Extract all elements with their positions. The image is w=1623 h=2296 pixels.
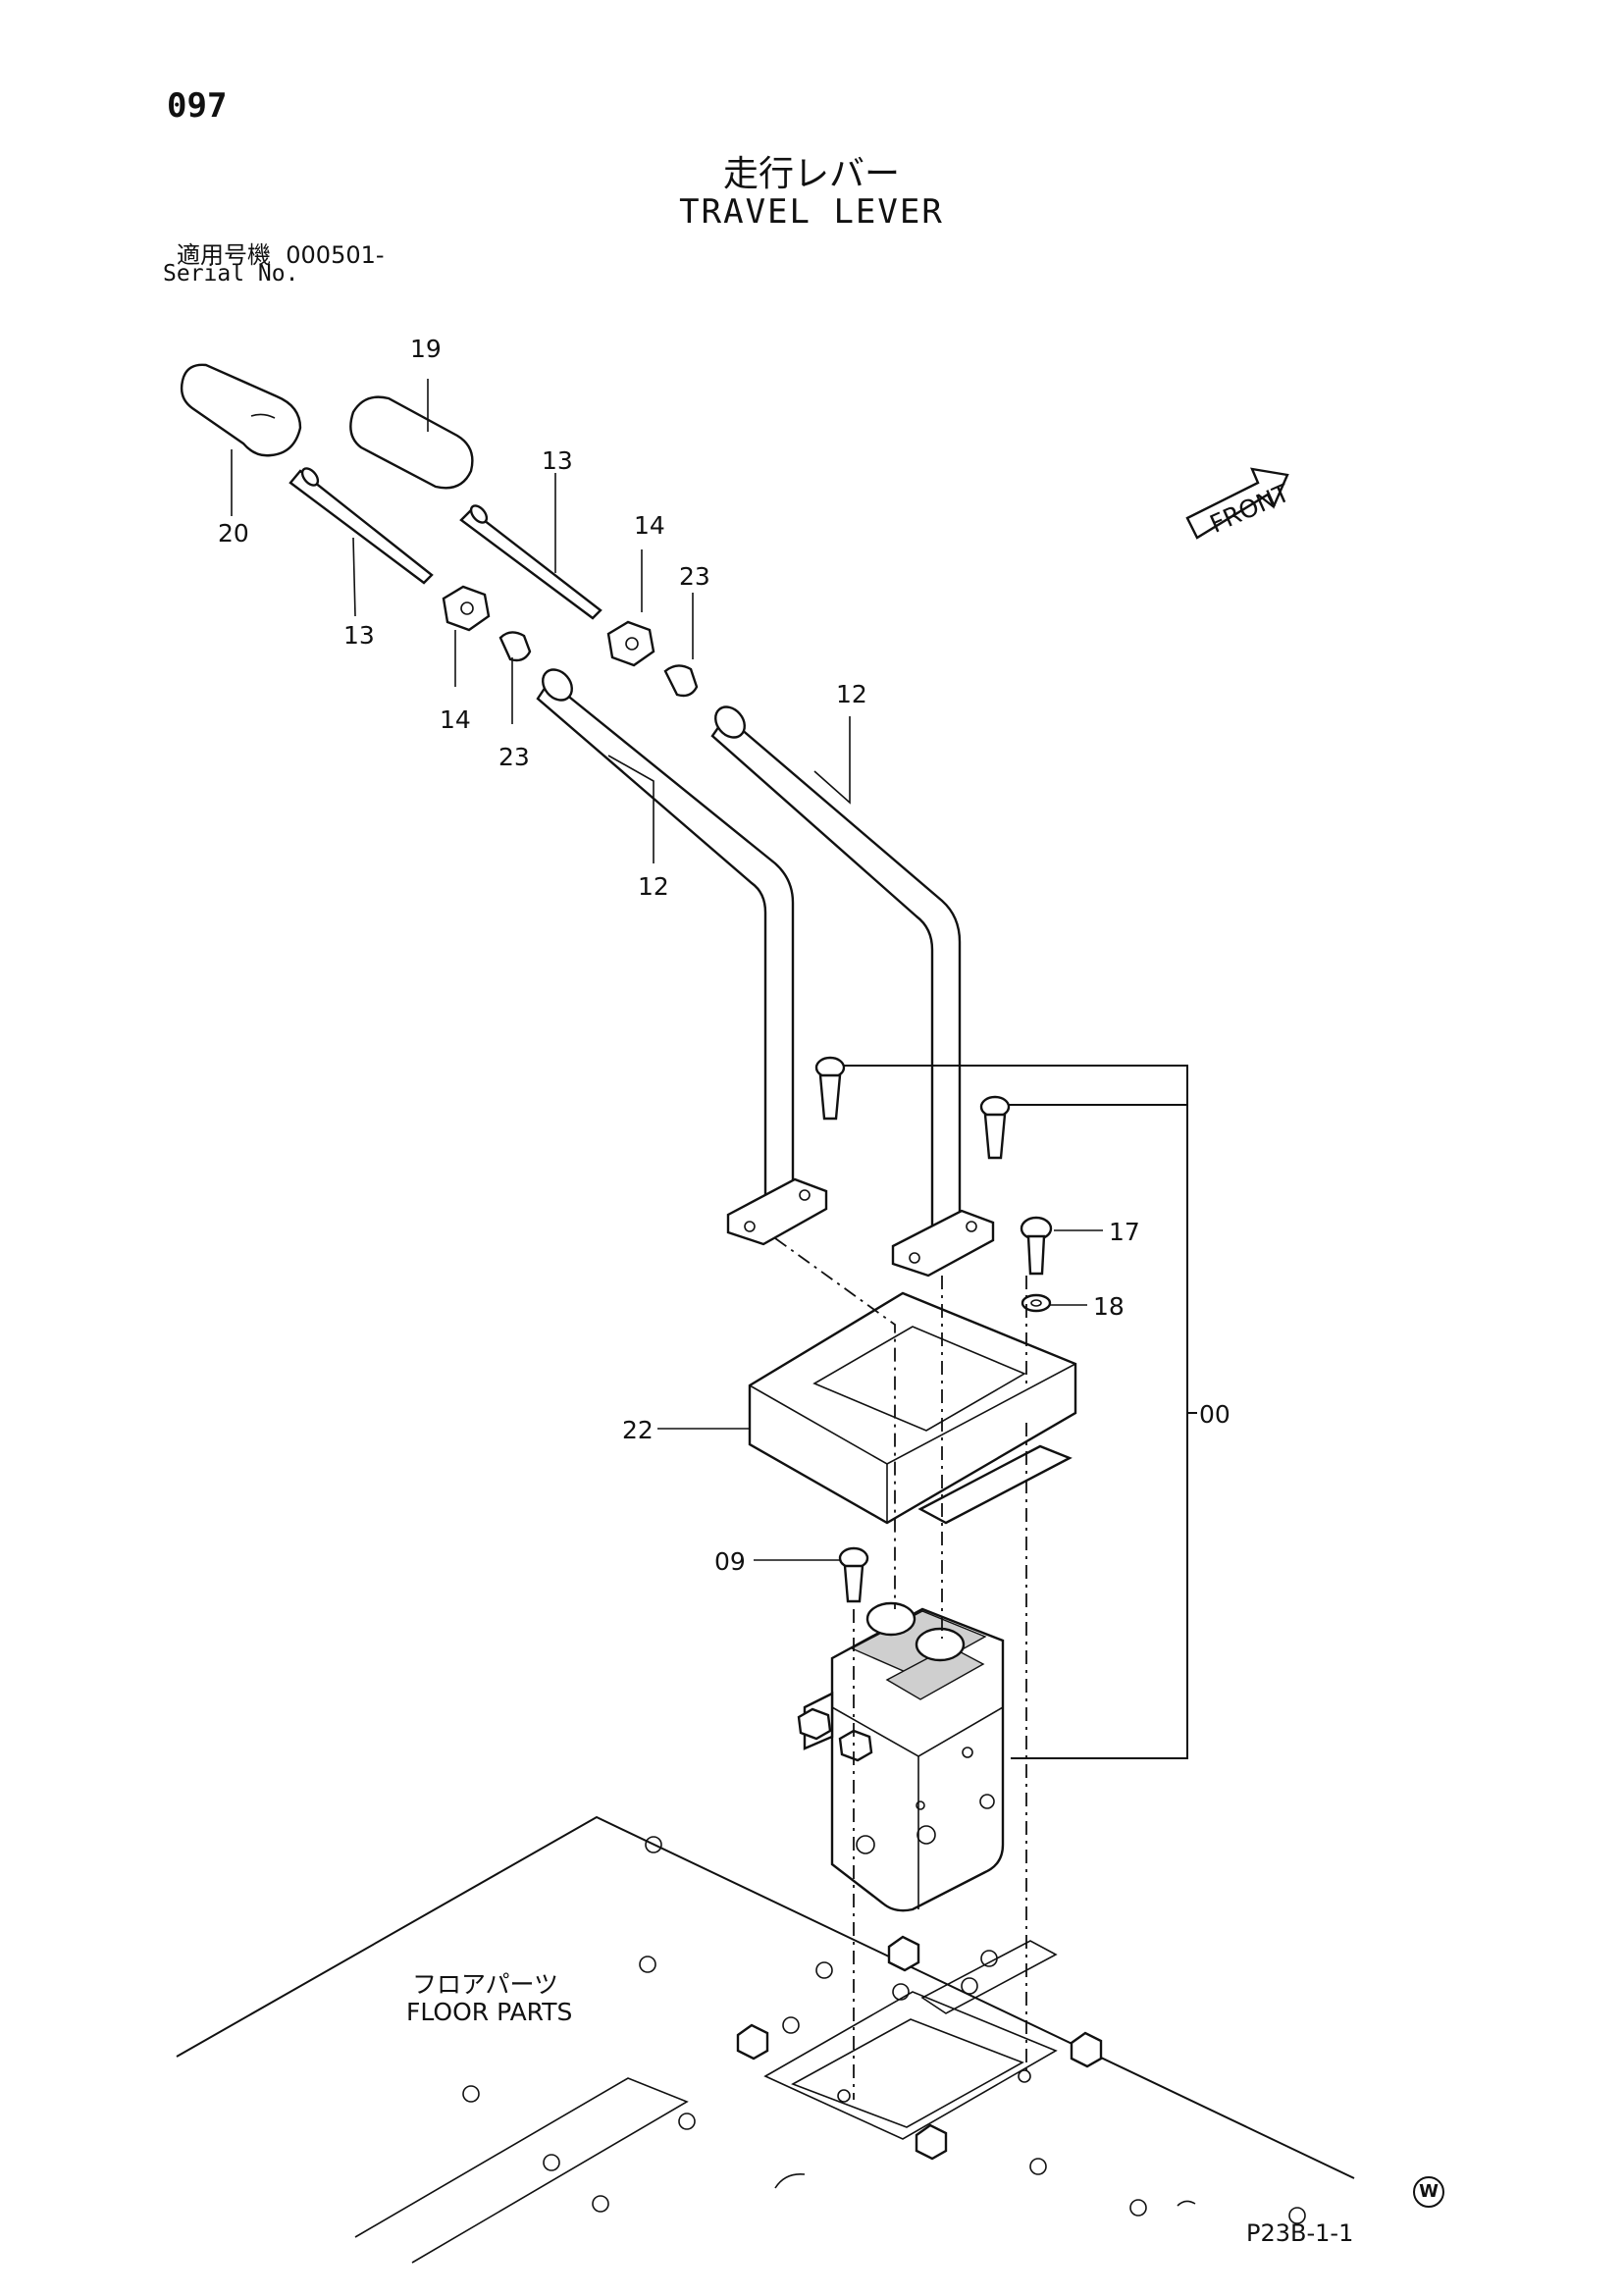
callout-19: 19 <box>410 335 442 363</box>
callout-14-left: 14 <box>440 705 471 734</box>
callout-00: 00 <box>1199 1400 1230 1429</box>
bolt-17 <box>1020 1216 1053 1276</box>
floor-parts-outline <box>176 1815 1355 2264</box>
callout-18: 18 <box>1093 1292 1125 1321</box>
group-00-bracket <box>844 1065 1197 1759</box>
cover-22 <box>748 1291 1077 1525</box>
pilot-valve <box>797 1601 1005 1912</box>
lever-12-right <box>710 705 962 1240</box>
washer-18 <box>1021 1293 1052 1313</box>
title-japanese: 走行レバー <box>722 154 900 194</box>
callout-13-right: 13 <box>542 446 573 475</box>
w-circle-mark: W <box>1413 2176 1444 2208</box>
serial-label-jp-text: 適用号機 <box>177 241 271 269</box>
callout-13-left: 13 <box>343 621 375 650</box>
callout-17: 17 <box>1109 1218 1140 1246</box>
callout-20: 20 <box>218 519 249 548</box>
nut-14-right <box>606 620 655 667</box>
serial-label-english: Serial No. <box>163 261 299 287</box>
nut-14-left <box>442 585 491 632</box>
knob-19 <box>349 395 474 490</box>
knob-20 <box>180 363 302 457</box>
serial-value: 000501- <box>286 241 385 269</box>
serial-label-japanese: 適用号機 000501- <box>177 235 385 270</box>
drawing-code: P23B-1-1 <box>1246 2219 1354 2247</box>
leader-lines <box>231 379 1103 1561</box>
lever-base-plate-right <box>891 1209 995 1278</box>
callout-23-right: 23 <box>679 562 710 591</box>
callout-14-right: 14 <box>634 511 665 540</box>
callout-22: 22 <box>622 1416 654 1444</box>
rod-13-right <box>459 504 602 620</box>
lever-base-plate-left <box>726 1177 828 1246</box>
screw-00-left <box>814 1056 846 1121</box>
sleeve-23-right <box>663 664 699 698</box>
callout-09: 09 <box>714 1547 746 1576</box>
callout-23-left: 23 <box>498 743 530 771</box>
screw-09 <box>838 1546 869 1603</box>
sleeve-23-left <box>498 631 532 662</box>
callout-12-left: 12 <box>638 872 669 901</box>
callout-12-right: 12 <box>836 680 867 708</box>
front-arrow: FRONT <box>1185 467 1294 540</box>
alignment-lines <box>774 1237 1027 2100</box>
screw-00-right <box>979 1095 1011 1160</box>
title-english: TRAVEL LEVER <box>679 192 944 232</box>
floor-parts-label-english: FLOOR PARTS <box>406 1998 573 2026</box>
rod-13-left <box>288 467 434 585</box>
page-number: 097 <box>167 86 228 126</box>
floor-parts-label-japanese: フロアパーツ <box>412 1970 559 1999</box>
